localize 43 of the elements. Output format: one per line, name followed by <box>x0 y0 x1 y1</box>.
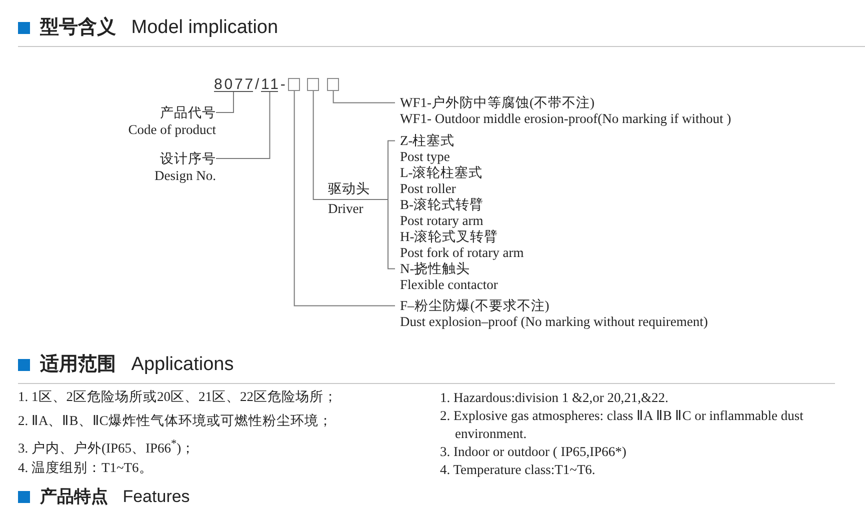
option-label: Post type <box>400 148 451 164</box>
option-label: Flexible contactor <box>400 276 498 292</box>
option-label: WF1- Outdoor middle erosion-proof(No marking if without ) <box>400 110 732 126</box>
placeholder-square <box>307 78 320 91</box>
option-label: N-挠性触头 <box>400 261 472 276</box>
code-part-label: 设计序号 <box>159 150 216 167</box>
model-code: 8077/11- <box>214 76 288 93</box>
option-label: F–粉尘防爆(不要求不注) <box>400 298 550 314</box>
leader-line <box>370 199 396 270</box>
list-item: 1. Hazardous:division 1 &2,or 20,21,&22. <box>440 389 668 407</box>
leader-line <box>312 90 328 200</box>
code-part-label: 驱动头 <box>328 180 370 200</box>
option-label: WF1-户外防中等腐蚀(不带不注) <box>400 95 596 110</box>
list-item: 4. 温度组别：T1~T6。 <box>18 459 153 476</box>
list-item: 2. ⅡA、ⅡB、ⅡC爆炸性气体环境或可燃性粉尘环境； <box>18 412 332 429</box>
option-label: Post rotary arm <box>400 212 484 228</box>
section-heading: 型号含义 Model implication <box>40 16 278 40</box>
leader-line <box>216 92 234 113</box>
option-label: Z-柱塞式 <box>400 133 455 148</box>
list-item: 1. 1区、2区危险场所或20区、21区、22区危险场所； <box>18 388 338 405</box>
placeholder-square <box>288 78 300 91</box>
section-heading: 产品特点 Features <box>40 487 190 507</box>
code-part-label: Design No. <box>154 167 216 184</box>
list-item: 3. Indoor or outdoor ( IP65,IP66*) <box>440 443 626 461</box>
list-item: 3. 户内、户外(IP65、IP66$^{*}$)； <box>18 437 196 456</box>
underline-bar <box>261 91 278 92</box>
option-label: Post roller <box>400 180 457 196</box>
placeholder-square <box>327 78 340 91</box>
leader-line <box>332 90 396 104</box>
option-label: H-滚轮式叉转臂 <box>400 229 500 244</box>
option-label: Dust explosion–proof (No marking without requirement) <box>400 314 708 329</box>
underline-bar <box>214 91 253 92</box>
section-heading: 适用范围 Applications <box>40 353 234 377</box>
code-part-label: Driver <box>328 200 364 217</box>
option-label: Post fork of rotary arm <box>400 244 524 260</box>
leader-line <box>294 90 396 306</box>
option-label: B-滚轮式转臂 <box>400 197 484 212</box>
code-part-label: Code of product <box>127 121 216 138</box>
code-part-label: 产品代号 <box>159 104 216 121</box>
leader-line <box>216 92 270 159</box>
list-item: 4. Temperature class:T1~T6. <box>440 461 596 479</box>
list-item: 2. Explosive gas atmospheres: class ⅡA ⅡB ⅡC or inflammable dust environment. <box>440 407 804 443</box>
option-label: L-滚轮柱塞式 <box>400 165 483 180</box>
